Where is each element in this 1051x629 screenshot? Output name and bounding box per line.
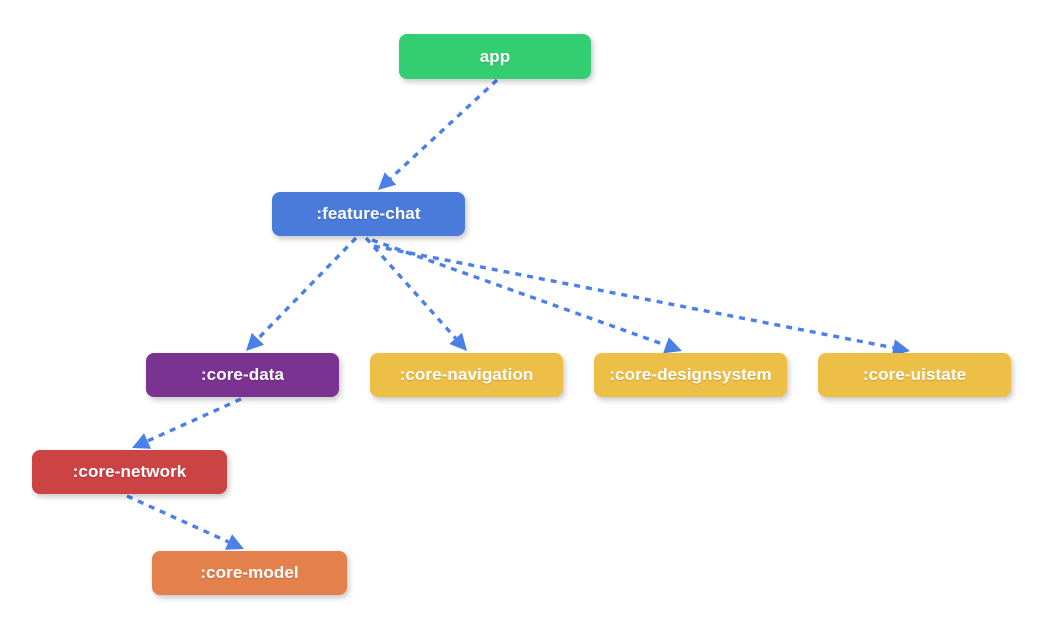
node-core-navigation[interactable]: :core-navigation — [370, 353, 563, 397]
node-app[interactable]: app — [399, 34, 591, 79]
edge-app-to-feature-chat — [389, 78, 499, 180]
arrowhead-feature-chat-to-core-navigation — [449, 332, 467, 351]
edge-feature-chat-to-core-designsystem — [371, 238, 667, 347]
node-label-core-designsystem: :core-designsystem — [609, 365, 772, 384]
node-label-feature-chat: :feature-chat — [316, 204, 421, 223]
edge-feature-chat-to-core-navigation — [364, 236, 457, 340]
edge-core-data-to-core-network — [146, 397, 242, 443]
node-label-core-navigation: :core-navigation — [399, 365, 534, 384]
node-core-data[interactable]: :core-data — [146, 353, 339, 397]
node-label-app: app — [479, 46, 511, 66]
node-label-core-uistate: :core-uistate — [862, 365, 967, 384]
node-label-core-model: :core-model — [200, 563, 299, 582]
arrowhead-app-to-feature-chat — [378, 172, 397, 190]
node-core-designsystem[interactable]: :core-designsystem — [594, 353, 787, 397]
arrowhead-feature-chat-to-core-designsystem — [663, 337, 682, 354]
node-core-model[interactable]: :core-model — [152, 551, 347, 595]
edge-feature-chat-to-core-uistate — [373, 244, 894, 350]
arrowhead-feature-chat-to-core-data — [246, 332, 264, 351]
arrowhead-core-data-to-core-network — [132, 433, 151, 449]
edge-core-network-to-core-model — [126, 494, 230, 544]
arrowhead-core-network-to-core-model — [225, 534, 244, 550]
node-core-uistate[interactable]: :core-uistate — [818, 353, 1011, 397]
node-core-network[interactable]: :core-network — [32, 450, 227, 494]
edge-feature-chat-to-core-data — [256, 236, 358, 341]
node-label-core-network: :core-network — [72, 462, 187, 481]
node-label-core-data: :core-data — [200, 365, 285, 384]
node-feature-chat[interactable]: :feature-chat — [272, 192, 465, 236]
